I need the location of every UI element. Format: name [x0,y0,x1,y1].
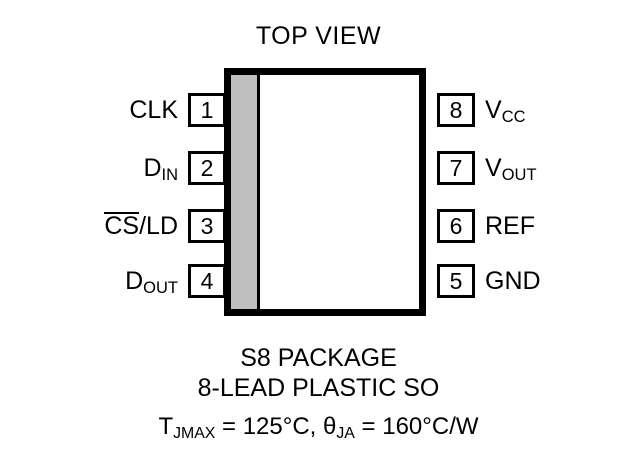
pin-label-dout: DOUT [125,267,178,298]
pin-box-8: 8 [437,93,475,127]
pin-label-cs-ld: CS/LD [104,212,178,240]
pin1-indicator-bar-edge [257,75,260,309]
pin-label-vcc-sub: CC [501,108,526,127]
pin-label-gnd: GND [485,267,541,295]
tjmax-value: = 125°C, [215,413,324,440]
tjmax-symbol: T [158,413,174,440]
pin-label-ref: REF [485,212,535,240]
pin-label-gnd-text: GND [485,267,541,295]
pin-label-dout-sub: OUT [143,279,178,298]
pin-label-clk-text: CLK [129,96,178,124]
pin-label-dout-main: D [125,267,144,295]
theta-ja-value: = 160°C/W [354,413,479,440]
pin-label-vcc: VCC [485,96,526,127]
pin1-indicator-bar [231,75,257,309]
theta-ja-subscript: JA [336,425,355,443]
pin-label-din-main: D [143,154,162,182]
pin-label-vout: VOUT [485,154,537,185]
pin-label-vout-main: V [485,154,502,182]
package-type-caption: 8-LEAD PLASTIC SO [197,374,440,402]
pin-box-3: 3 [188,209,226,243]
pin-box-2: 2 [188,151,226,185]
theta-ja-symbol: θ [323,413,337,440]
pin-label-cs-overbar: CS [104,212,140,240]
pin-label-ld-text: /LD [139,212,178,240]
pin-box-7: 7 [437,151,475,185]
pin-label-clk: CLK [129,96,178,124]
pin-box-5: 5 [437,264,475,298]
thermal-spec-caption: TJMAX = 125°C, θJA = 160°C/W [0,413,637,443]
pin-box-1: 1 [188,93,226,127]
pin-label-vout-sub: OUT [501,166,537,185]
package-name-caption: S8 PACKAGE [240,344,397,372]
tjmax-subscript: JMAX [173,425,216,443]
pin-box-4: 4 [188,264,226,298]
pin-box-6: 6 [437,209,475,243]
pin-label-din: DIN [143,154,178,185]
pin-label-ref-text: REF [485,212,535,240]
pin-label-din-sub: IN [161,166,179,185]
pin-label-vcc-main: V [485,96,502,124]
diagram-title: TOP VIEW [255,22,382,50]
